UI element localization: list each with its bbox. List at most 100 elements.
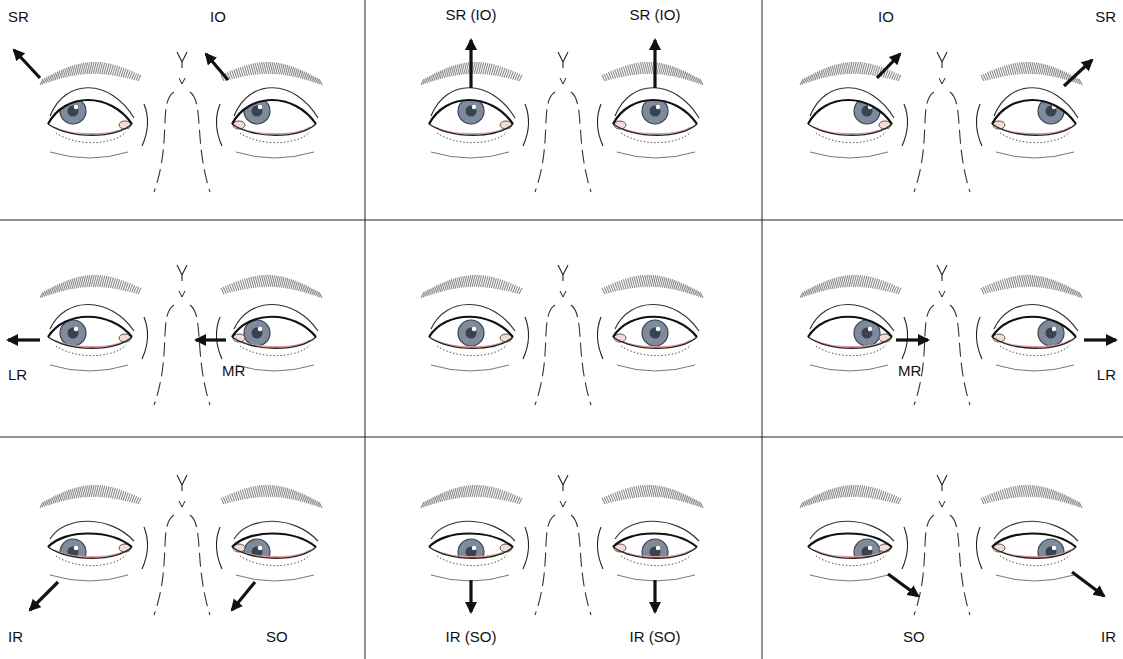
upper-lid	[48, 100, 132, 124]
highlight	[74, 546, 78, 550]
gaze-panel	[800, 475, 1082, 615]
highlight	[258, 105, 262, 109]
lower-lashes	[56, 345, 126, 356]
brow-hair	[898, 498, 901, 504]
highlight	[656, 327, 660, 331]
lower-lashes	[240, 345, 310, 356]
face-contour	[216, 317, 222, 359]
eye	[48, 521, 148, 581]
movement-arrows	[8, 40, 1116, 612]
eyebrow	[221, 62, 322, 85]
lower-lashes	[816, 345, 886, 356]
lower-lashes	[621, 345, 691, 356]
nose-side	[950, 515, 970, 615]
upper-lid	[48, 317, 132, 337]
face-contour	[976, 104, 982, 146]
highlight	[74, 327, 78, 331]
eye	[429, 88, 529, 158]
caruncle	[500, 121, 512, 129]
iris-group	[642, 320, 668, 346]
iris	[244, 320, 270, 346]
eyebrow	[602, 275, 703, 298]
iris	[244, 539, 270, 565]
face-contour	[216, 104, 222, 146]
face-contour	[523, 527, 529, 569]
movement-arrow	[469, 40, 472, 88]
eye	[48, 304, 148, 371]
nose-side	[950, 92, 970, 192]
glabella-mark	[558, 475, 568, 491]
iris	[458, 539, 484, 565]
lower-lashes	[437, 345, 507, 356]
movement-arrow	[877, 54, 900, 78]
iris-group	[458, 320, 484, 346]
lower-lid	[48, 337, 132, 348]
glabella-mark	[558, 52, 568, 68]
upper-lid	[232, 100, 316, 124]
eyebrow	[800, 485, 901, 508]
sclera	[992, 317, 1076, 349]
brow-hair	[519, 75, 522, 81]
panel-divider	[762, 0, 763, 659]
upper-lid	[429, 100, 513, 124]
gaze-panel	[40, 52, 322, 192]
panel-divider	[365, 0, 366, 659]
gaze-panel	[40, 265, 322, 405]
nose	[914, 475, 970, 615]
highlight	[1052, 327, 1056, 331]
iris	[60, 539, 86, 565]
lower-lashes	[816, 132, 886, 143]
movement-arrow	[1064, 60, 1092, 86]
brow-hair	[138, 288, 141, 294]
eye	[976, 88, 1078, 158]
glabella-mark	[937, 265, 947, 281]
lower-lashes	[437, 132, 507, 143]
cheek-line	[810, 365, 888, 371]
nose-side	[571, 305, 591, 405]
iris-group	[642, 539, 668, 565]
cheek-line	[431, 152, 509, 158]
nose	[914, 265, 970, 405]
nose-side	[950, 305, 970, 405]
sclera	[808, 100, 892, 135]
glabella-mark	[558, 265, 568, 281]
muscle-label: SR (IO)	[630, 6, 681, 24]
cheek-line	[50, 152, 128, 158]
upper-lid	[992, 100, 1076, 124]
caruncle	[879, 121, 891, 129]
pupil	[650, 106, 661, 117]
highlight	[74, 105, 78, 109]
upper-lid	[808, 317, 892, 337]
cheek-line	[50, 365, 128, 371]
cheek-line	[996, 152, 1074, 158]
eyebrow	[602, 62, 703, 85]
face-contour	[902, 104, 908, 146]
muscle-label: IO	[878, 8, 894, 26]
face-contour	[902, 527, 908, 569]
lower-lid	[232, 124, 316, 135]
lower-lid	[232, 337, 316, 348]
pupil	[862, 106, 873, 117]
nose	[154, 265, 210, 405]
nose-side	[914, 305, 934, 405]
movement-arrow	[206, 54, 228, 80]
nose-side	[914, 92, 934, 192]
eyebrow	[602, 485, 703, 508]
lower-lashes	[1000, 555, 1070, 566]
iris	[60, 320, 86, 346]
brow-hair	[519, 288, 522, 294]
face-contour	[597, 527, 603, 569]
highlight	[472, 105, 476, 109]
nose-side	[190, 305, 210, 405]
eyebrow	[800, 275, 901, 298]
muscle-label: MR	[222, 362, 245, 380]
movement-arrow	[30, 582, 58, 610]
eyebrow	[40, 275, 141, 298]
lower-lashes	[1000, 132, 1070, 143]
face-contour	[216, 527, 222, 569]
face-contour	[902, 317, 908, 359]
lower-lashes	[240, 555, 310, 566]
muscle-label: IR (SO)	[446, 628, 497, 646]
